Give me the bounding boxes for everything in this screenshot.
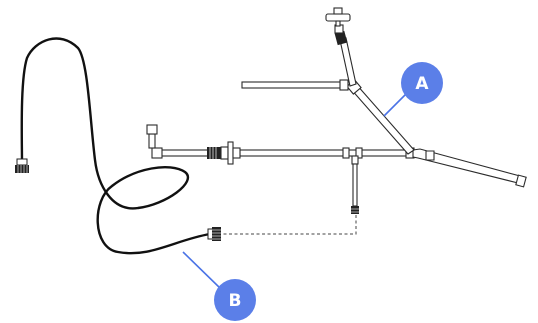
- upper-side-branch: [241, 79, 349, 91]
- callout-b[interactable]: B: [214, 279, 256, 321]
- lower-branch: [351, 155, 359, 214]
- valve-cap-assembly: [325, 7, 357, 87]
- cord-end-connector: [15, 158, 29, 173]
- callout-a-label: A: [415, 74, 429, 94]
- cord-plug-connector: [207, 227, 221, 241]
- callout-b-circle: [214, 279, 256, 321]
- callout-b-label: B: [229, 291, 242, 311]
- callout-a[interactable]: A: [401, 62, 443, 104]
- callout-a-circle: [401, 62, 443, 104]
- main-tube: [239, 147, 415, 159]
- power-cord: [20, 37, 212, 255]
- dashed-connection: [218, 214, 357, 235]
- leader-line-b: [182, 251, 223, 291]
- right-tube: [412, 148, 527, 188]
- left-fitting-assembly: [146, 124, 241, 165]
